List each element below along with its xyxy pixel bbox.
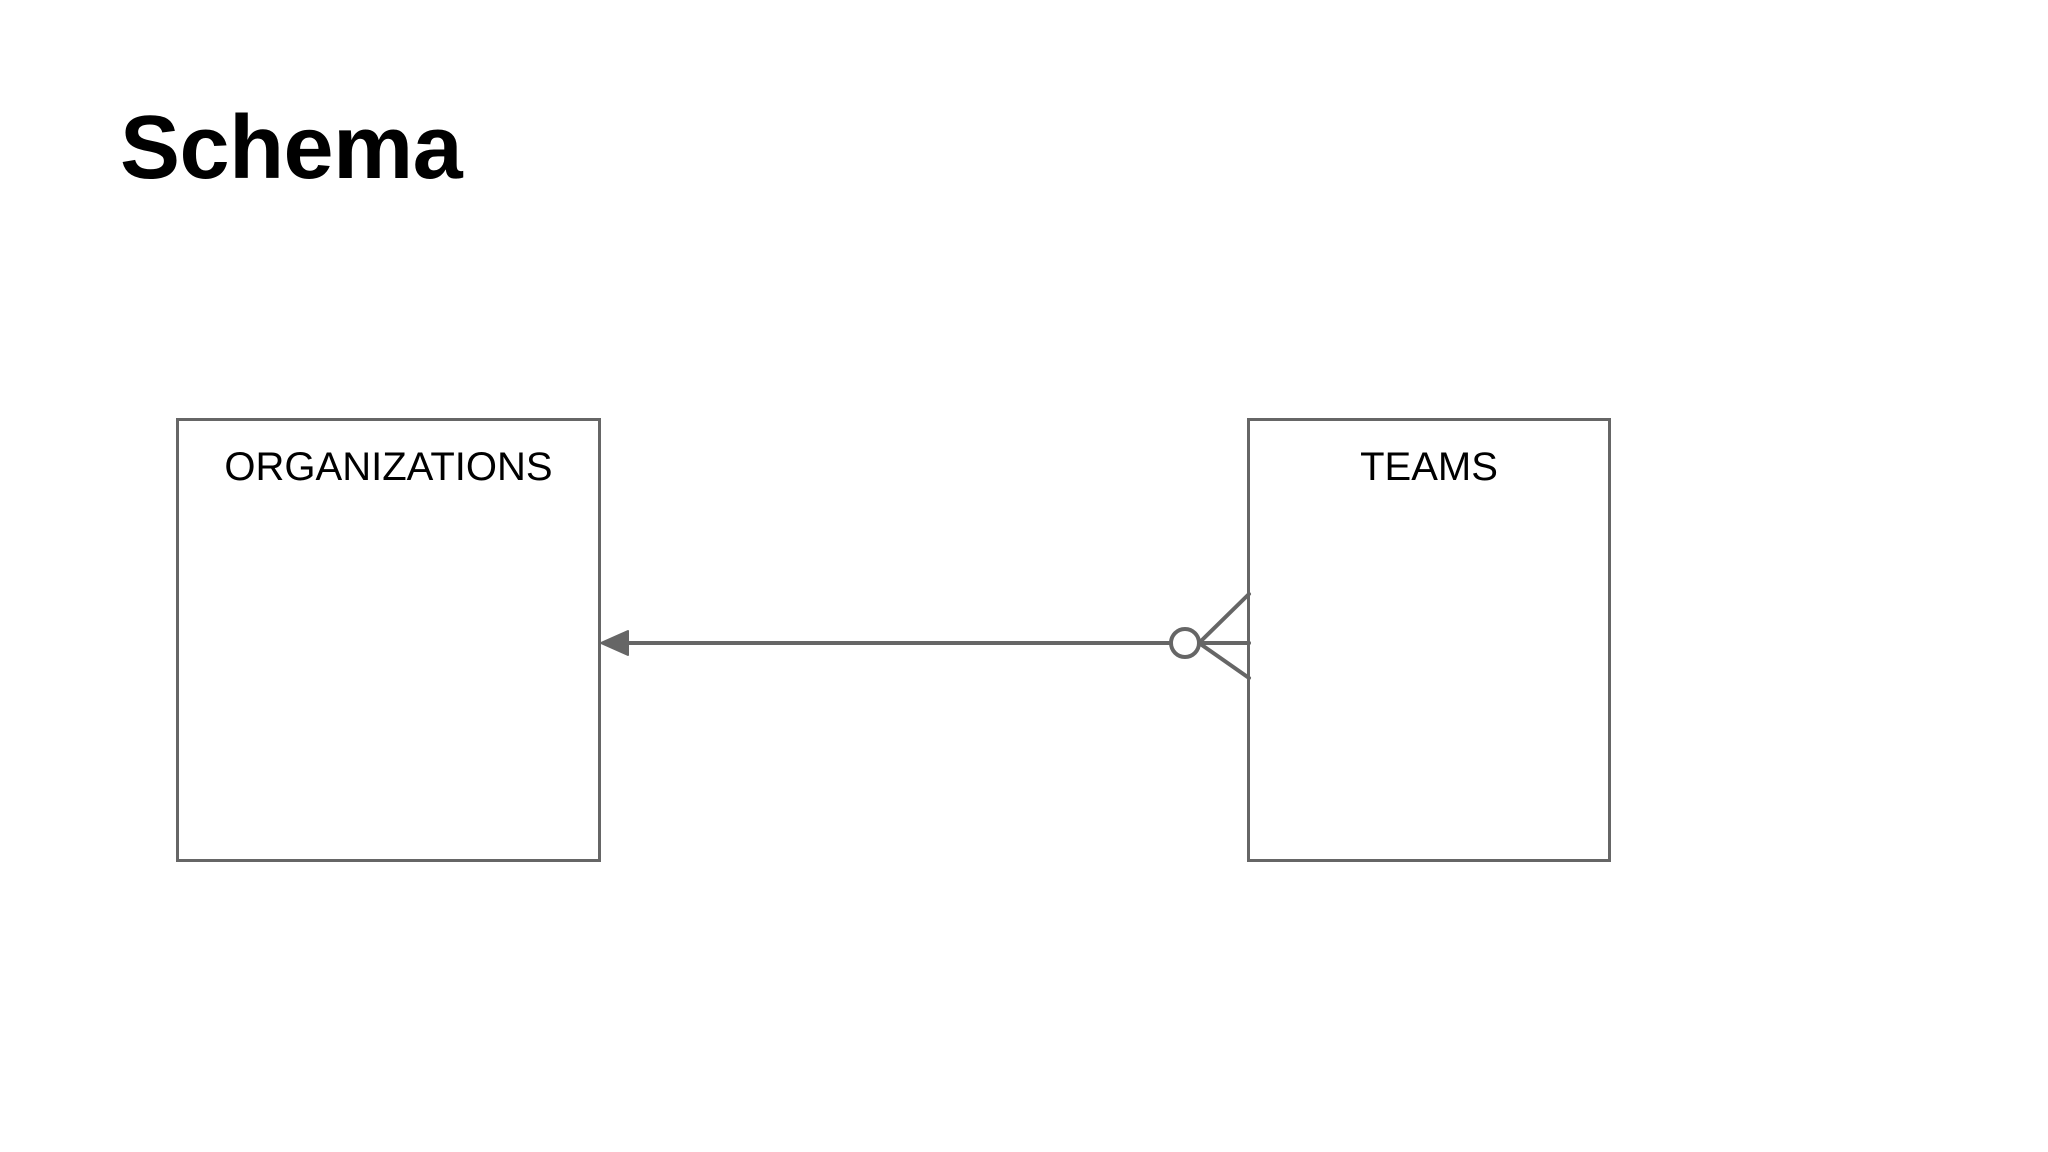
arrowhead-icon (600, 630, 629, 656)
crows-foot-prong-lower-icon (1197, 641, 1251, 680)
entity-label-organizations: ORGANIZATIONS (224, 445, 553, 489)
entity-label-teams: TEAMS (1360, 445, 1498, 489)
crows-foot-prong-upper-icon (1197, 592, 1251, 645)
entity-box-organizations[interactable]: ORGANIZATIONS (176, 418, 601, 862)
page-title: Schema (120, 98, 463, 198)
cardinality-zero-circle-icon (1169, 627, 1201, 659)
entity-box-teams[interactable]: TEAMS (1247, 418, 1611, 862)
relationship-teams-to-organizations[interactable] (600, 592, 1251, 680)
